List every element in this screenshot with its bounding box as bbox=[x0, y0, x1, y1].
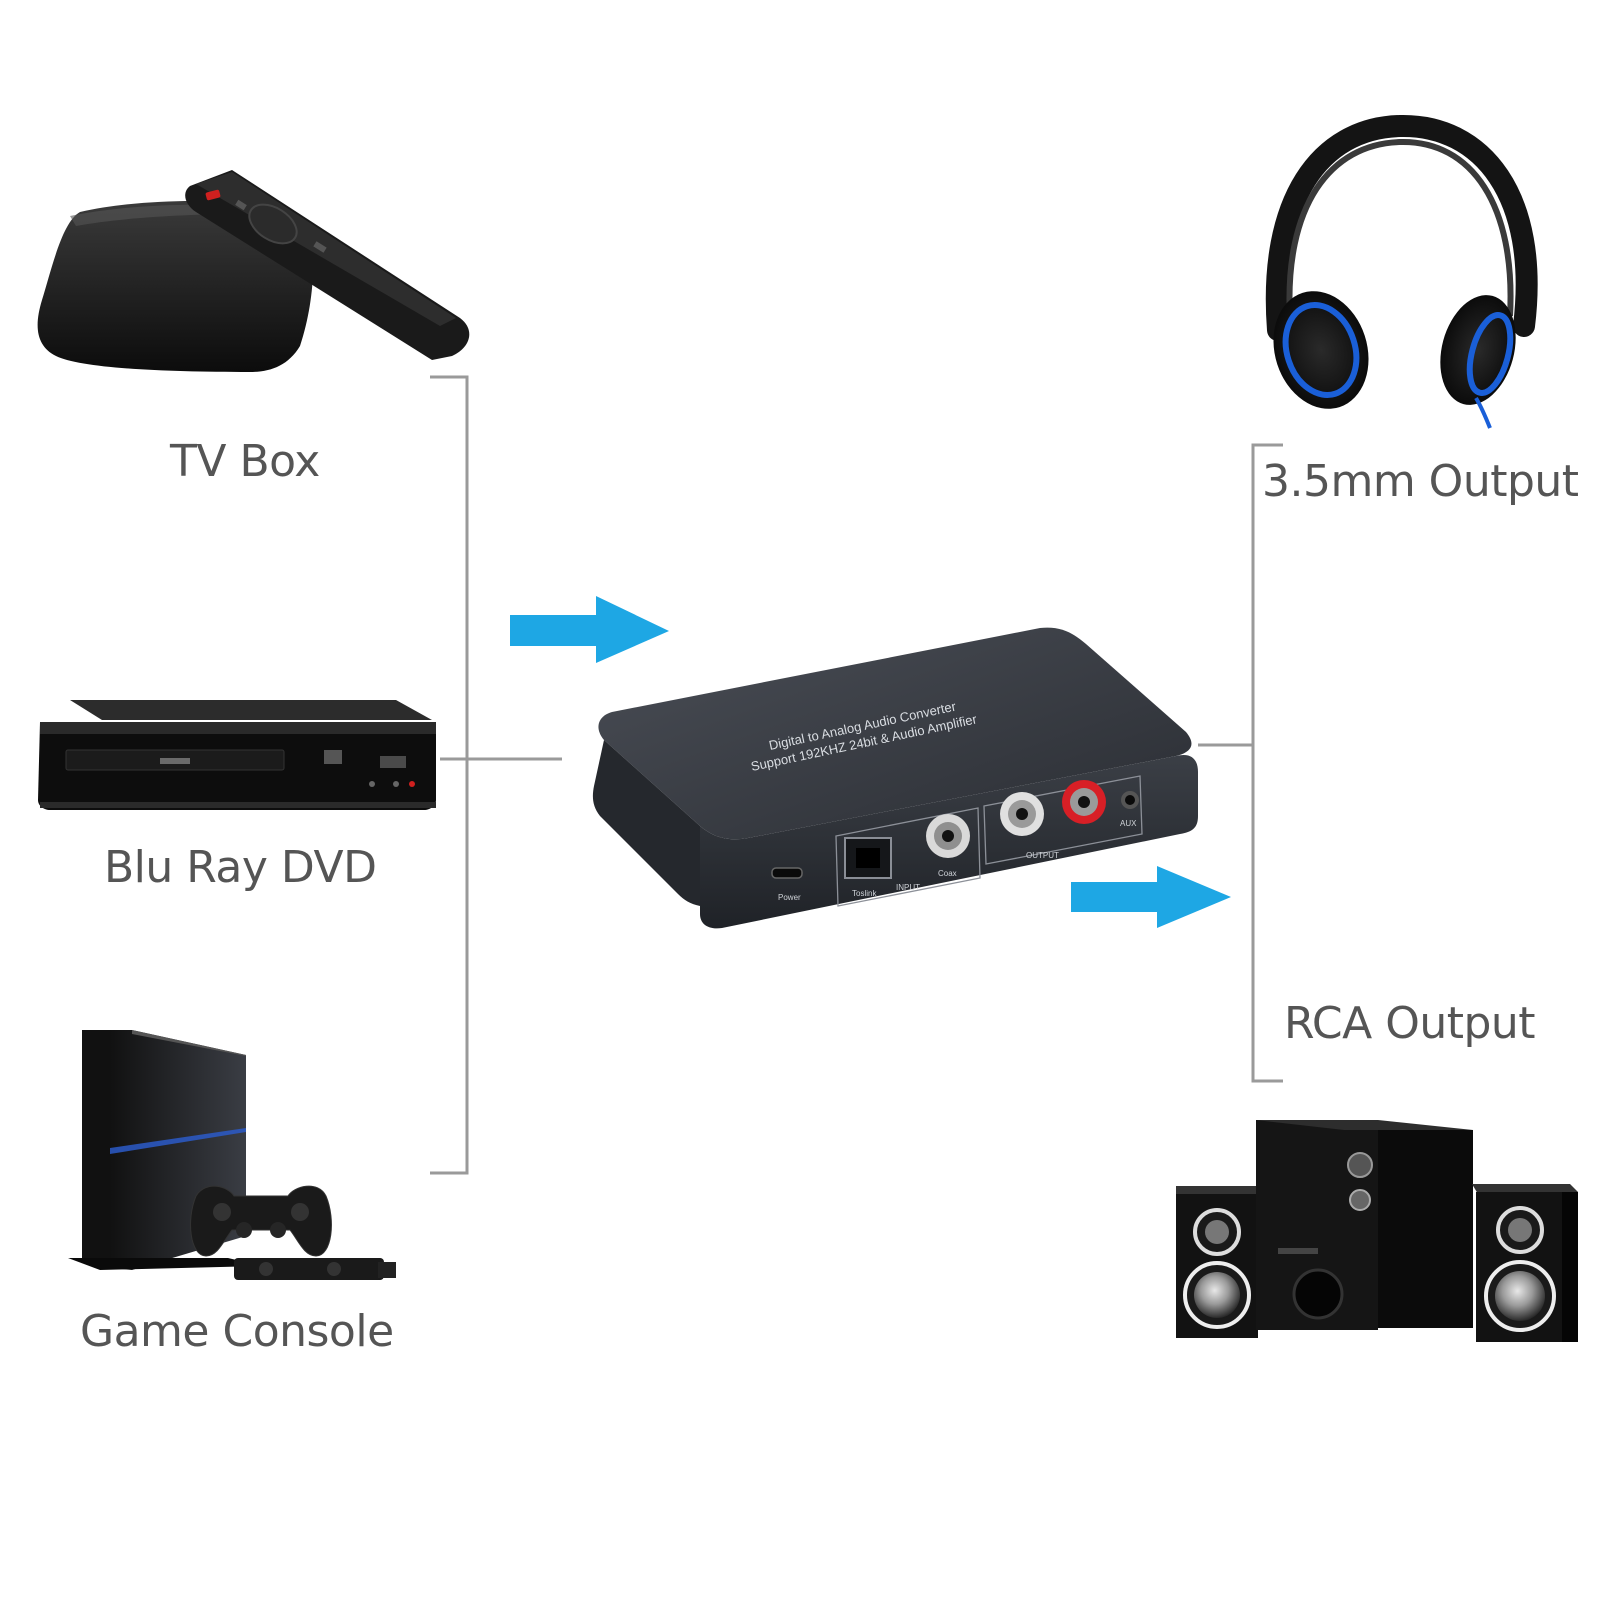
blu-ray-label: Blu Ray DVD bbox=[104, 842, 377, 893]
tv-box-label: TV Box bbox=[170, 436, 320, 487]
tv-box-image bbox=[37, 170, 470, 372]
game-console-image bbox=[68, 1030, 396, 1280]
power-port bbox=[771, 867, 803, 879]
input-label: INPUT bbox=[896, 883, 920, 892]
output-bracket bbox=[1198, 443, 1283, 1083]
audio-converter-image: Digital to Analog Audio Converter Suppor… bbox=[592, 627, 1198, 929]
headphone-output-label: 3.5mm Output bbox=[1262, 456, 1579, 507]
source-bracket bbox=[430, 375, 562, 1175]
blu-ray-player-image bbox=[38, 700, 436, 810]
game-console-label: Game Console bbox=[80, 1306, 394, 1357]
output-label: OUTPUT bbox=[1026, 851, 1059, 860]
power-label: Power bbox=[778, 893, 801, 902]
input-group-frame bbox=[835, 807, 981, 907]
coax-label: Coax bbox=[938, 869, 957, 878]
headphones-image bbox=[1265, 114, 1538, 429]
rca-red-port bbox=[1062, 780, 1106, 824]
speakers-image bbox=[1176, 1120, 1578, 1342]
rca-output-label: RCA Output bbox=[1284, 998, 1536, 1049]
input-arrow bbox=[510, 596, 669, 663]
output-arrow bbox=[1071, 866, 1231, 928]
coax-port bbox=[926, 814, 970, 858]
rca-white-port bbox=[1000, 792, 1044, 836]
aux-label: AUX bbox=[1120, 819, 1137, 828]
toslink-label: Toslink bbox=[852, 889, 877, 898]
aux-jack bbox=[1121, 791, 1139, 809]
